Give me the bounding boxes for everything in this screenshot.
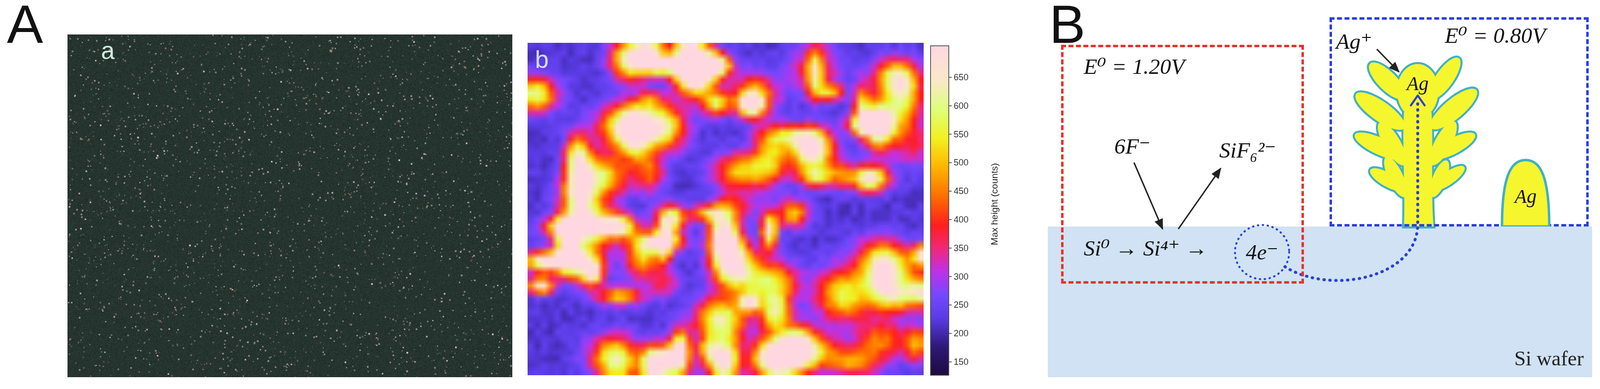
node-text: E⁰ = 0.80V bbox=[1444, 24, 1546, 47]
node-text: Ag⁺ bbox=[1335, 30, 1373, 53]
dotted-line bbox=[1284, 98, 1418, 281]
tick-mark bbox=[948, 105, 952, 107]
tick-mark bbox=[948, 76, 952, 78]
colorbar-frame bbox=[930, 45, 949, 376]
tick-mark bbox=[948, 162, 952, 164]
tick-label: 250 bbox=[953, 300, 969, 310]
node-text: 6F⁻ bbox=[1114, 135, 1151, 158]
silver-particle: Ag bbox=[1500, 158, 1552, 227]
tick-label: 550 bbox=[953, 130, 969, 139]
panel-label: a bbox=[100, 38, 115, 64]
axis-title: Max height (counts) bbox=[989, 163, 999, 246]
node-text: SiF₆²⁻ bbox=[1219, 139, 1276, 162]
node-text: 4e⁻ bbox=[1245, 241, 1279, 264]
node-text: Ag bbox=[1406, 73, 1429, 94]
optical-image bbox=[67, 34, 513, 378]
reaction-box: E⁰ = 1.20V 6F⁻ SiF₆²⁻ Si⁰ → Si⁴⁺ → 4e⁻ bbox=[1061, 44, 1304, 284]
tick-mark bbox=[948, 276, 952, 278]
colorbar-ticks bbox=[948, 77, 952, 363]
tick-mark bbox=[948, 247, 952, 249]
reaction-arrow bbox=[1376, 49, 1400, 72]
arrowhead bbox=[1410, 95, 1425, 106]
tick-mark bbox=[948, 133, 952, 135]
tick-label: 200 bbox=[953, 329, 969, 338]
node-text: E⁰ = 1.20V bbox=[1083, 55, 1185, 78]
electron-path bbox=[1284, 95, 1425, 281]
panel-label: b bbox=[534, 47, 549, 72]
tick-mark bbox=[948, 361, 952, 363]
tick-label: 450 bbox=[953, 186, 969, 196]
panel-label: A bbox=[6, 0, 43, 52]
tick-mark bbox=[948, 190, 952, 192]
color-scale bbox=[930, 45, 949, 376]
reaction-arrow bbox=[1178, 168, 1221, 230]
panel-label: B bbox=[1049, 0, 1086, 52]
wafer-fill bbox=[1047, 226, 1593, 378]
particle-outline bbox=[1501, 160, 1550, 227]
tick-label: 400 bbox=[953, 215, 969, 225]
reaction-arrow bbox=[1133, 162, 1163, 230]
electron-circle: 4e⁻ bbox=[1233, 223, 1291, 281]
height-map bbox=[527, 42, 924, 376]
tick-mark bbox=[948, 219, 952, 221]
tick-mark bbox=[948, 304, 952, 306]
tick-label: 650 bbox=[953, 72, 969, 82]
tick-label: 600 bbox=[953, 101, 969, 111]
tick-label: 500 bbox=[953, 158, 969, 167]
tick-label: 150 bbox=[953, 357, 969, 367]
tick-label: 350 bbox=[953, 243, 969, 253]
node-text: Si wafer bbox=[1514, 348, 1584, 369]
dendrite-tip: Ag bbox=[1406, 73, 1430, 94]
node-text: Si⁰ → Si⁴⁺ → bbox=[1083, 237, 1208, 260]
tick-mark bbox=[948, 333, 952, 334]
tick-label: 300 bbox=[953, 272, 969, 282]
node-text: Ag bbox=[1514, 186, 1537, 207]
dotted-circle bbox=[1234, 225, 1290, 280]
reaction-box: E⁰ = 0.80VAg⁺AgAg bbox=[1329, 17, 1589, 227]
